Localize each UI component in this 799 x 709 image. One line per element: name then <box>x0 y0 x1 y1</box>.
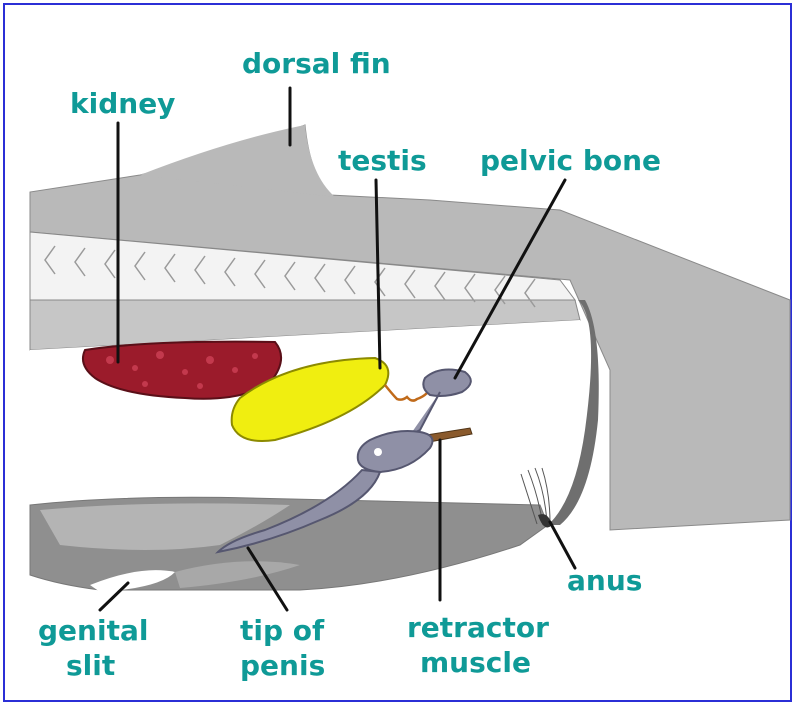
label-pelvic-bone: pelvic bone <box>480 144 661 177</box>
label-retractor-muscle-line2: muscle <box>420 646 531 679</box>
label-genital-slit-line1: genital <box>38 614 148 647</box>
label-testis: testis <box>338 144 427 177</box>
label-dorsal-fin: dorsal fin <box>242 47 391 80</box>
label-anus: anus <box>567 564 642 597</box>
penis-hole <box>374 448 382 456</box>
label-tip-of-penis-line1: tip of <box>240 614 325 647</box>
label-tip-of-penis-line2: penis <box>240 649 325 682</box>
label-kidney: kidney <box>70 87 175 120</box>
label-retractor-muscle-line1: retractor <box>407 611 549 644</box>
label-genital-slit-line2: slit <box>66 649 115 682</box>
